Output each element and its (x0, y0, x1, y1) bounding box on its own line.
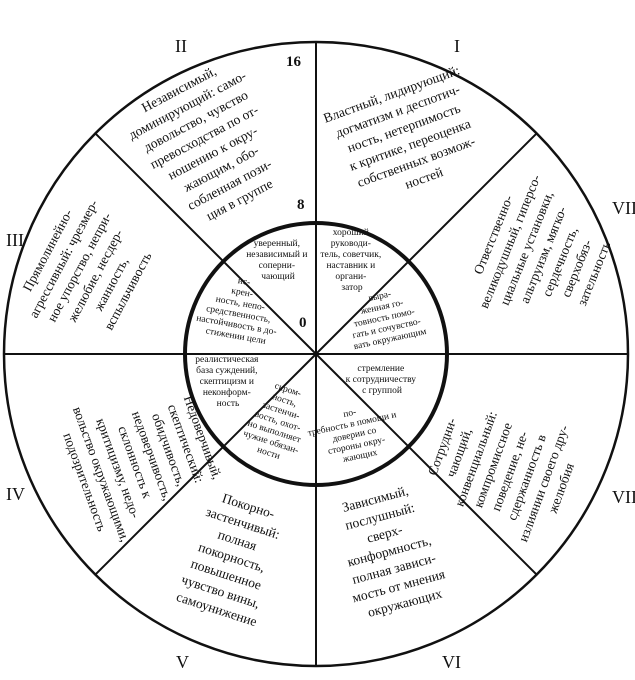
octant-viii-outer-text: Ответственно- великодушный, гиперсо- циа… (459, 163, 628, 345)
scale-label-0: 0 (299, 315, 307, 331)
octant-numeral-v: V (176, 652, 189, 672)
octant-iv-inner-text: реалистическая база суждений, скептицизм… (195, 355, 261, 409)
octant-ii-inner-text: уверенный, независимый и соперни- чающий (246, 238, 310, 282)
octant-numeral-iv: IV (6, 484, 25, 504)
scale-label-8: 8 (297, 197, 305, 213)
octant-numeral-vii: VII (612, 487, 635, 507)
octant-i-inner-text: хороший руководи- тель, советчик, настав… (320, 227, 383, 293)
octant-dividers (4, 42, 628, 666)
octant-numeral-ii: II (175, 36, 187, 56)
octant-divider-line (315, 132, 538, 355)
octant-iii-outer-text: Прямолинейно- агрессивный: чрезмер- ное … (10, 186, 166, 354)
octant-vii-outer-text: Сотрудни- чающий, конвенциальный: компро… (414, 383, 590, 550)
octant-vi-outer-text: Зависимый, послушный: сверх- конформност… (327, 478, 454, 622)
octant-divider-line (94, 132, 317, 355)
octant-numeral-vi: VI (442, 652, 461, 672)
octant-numeral-i: I (454, 36, 460, 56)
octant-divider-line (94, 353, 317, 576)
scale-label-16: 16 (286, 54, 302, 70)
octant-v-outer-text: Покорно- застенчивый: полная покорность,… (174, 486, 293, 629)
octant-vii-inner-text: стремление к сотрудничеству с группой (346, 364, 419, 396)
octant-numeral-iii: III (6, 230, 24, 250)
octant-divider-line (315, 353, 538, 576)
octant-viii-inner-text: выра- женная го- товность помо- гать и с… (344, 284, 428, 352)
octant-ii-outer-text: Независимый, доминирующий: само- довольс… (118, 50, 303, 238)
